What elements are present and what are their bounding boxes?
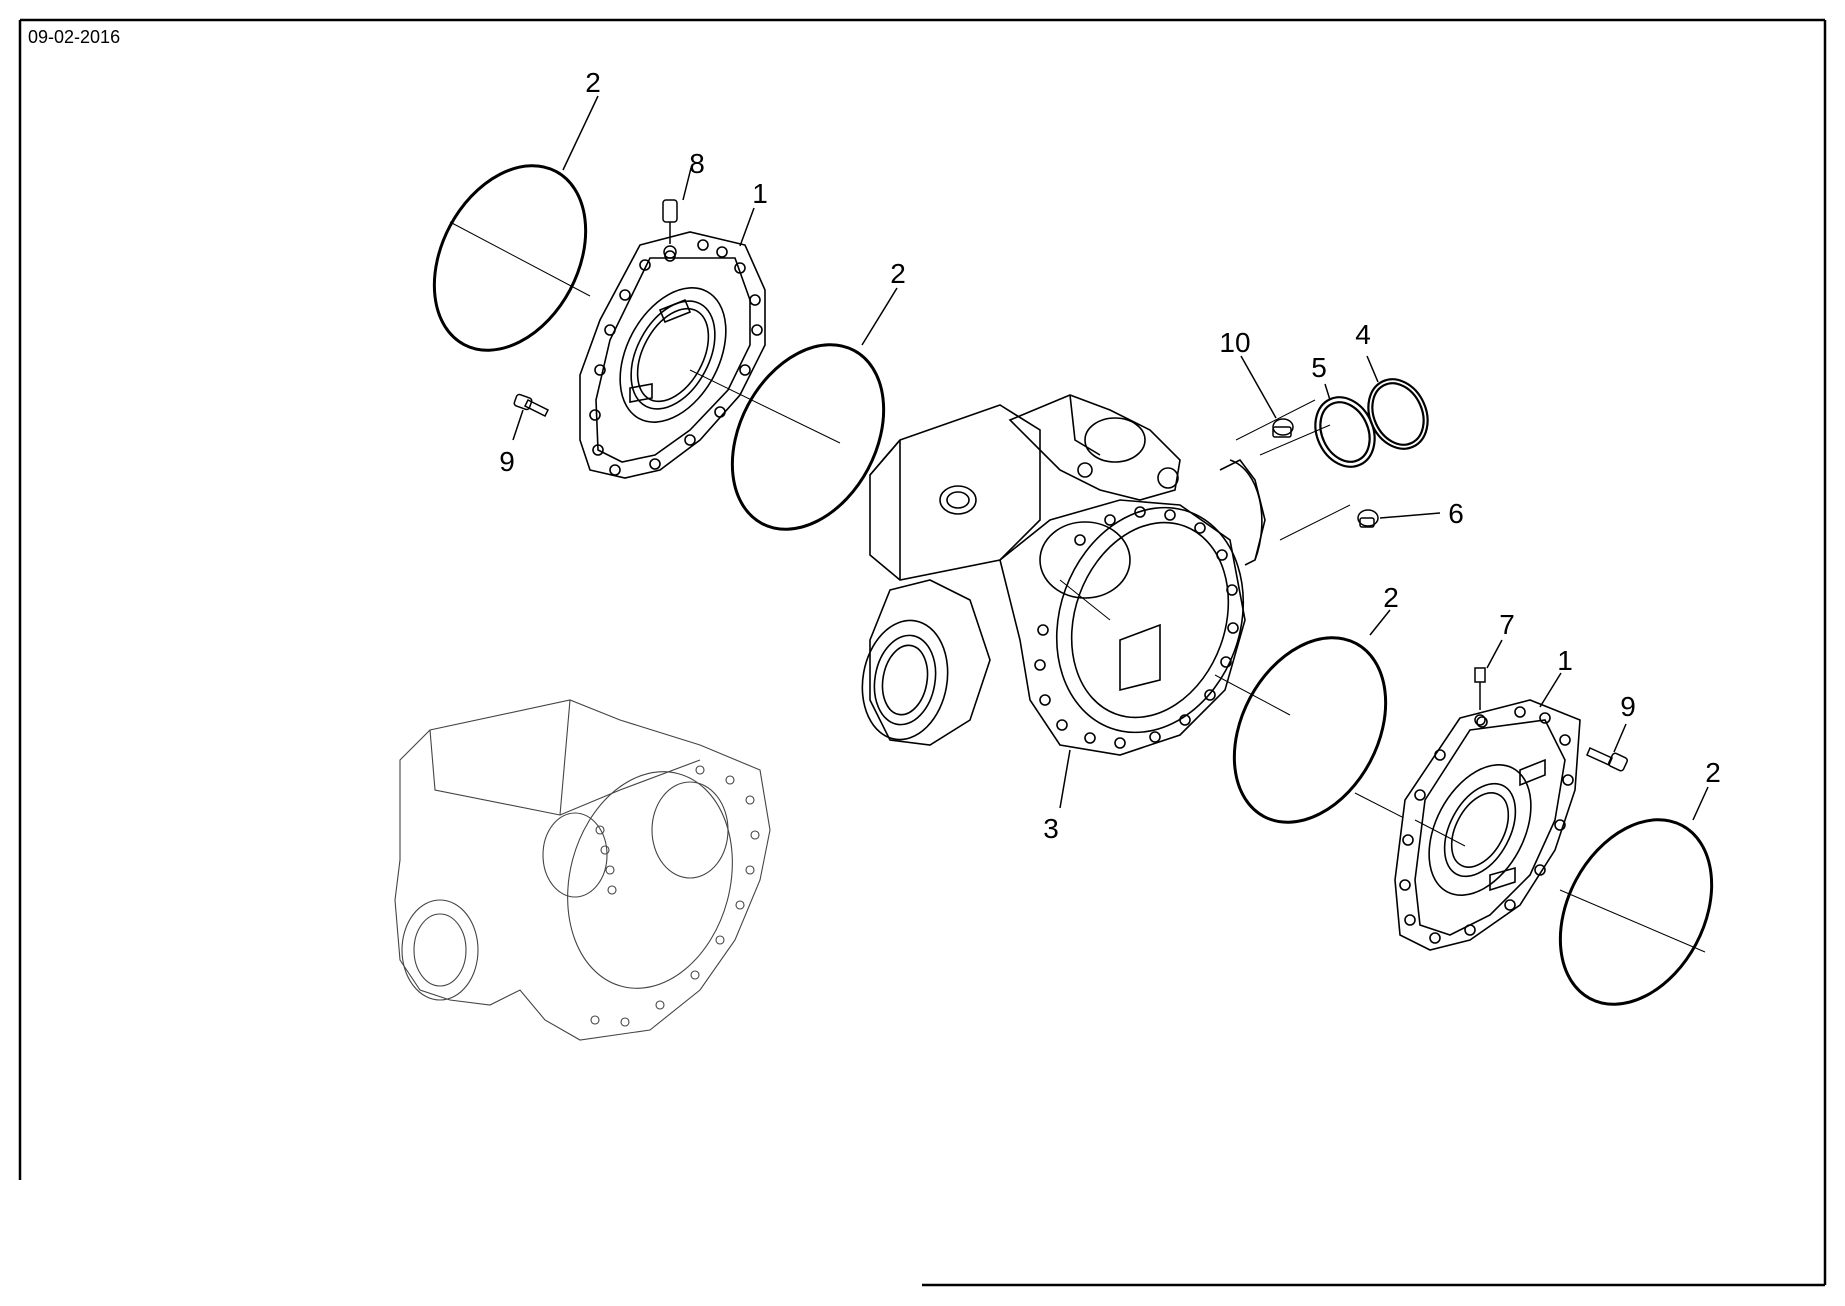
- o-ring-top-left: [432, 164, 588, 352]
- callout-8: 8: [689, 148, 705, 179]
- grub-screw-item-7: [1474, 667, 1486, 726]
- callout-7: 7: [1499, 609, 1515, 640]
- callout-9-left: 9: [499, 446, 515, 477]
- callout-leaders: [512, 95, 1709, 821]
- callout-2-right: 2: [1383, 582, 1399, 613]
- callout-2-middle: 2: [890, 258, 906, 289]
- callout-6: 6: [1448, 498, 1464, 529]
- callout-2-top-left: 2: [585, 67, 601, 98]
- date-stamp: 09-02-2016: [28, 27, 121, 47]
- screw-item-9-left: [513, 393, 550, 418]
- callout-5: 5: [1311, 352, 1327, 383]
- callout-1-top: 1: [752, 178, 768, 209]
- callout-1-right: 1: [1557, 645, 1573, 676]
- plug-item-10: [1272, 418, 1294, 438]
- cover-flange-left: [579, 231, 766, 479]
- cover-flange-right: [1394, 699, 1581, 951]
- o-ring-right: [1232, 636, 1388, 824]
- housing-ghost-view: [394, 699, 771, 1041]
- o-ring-far-right: [1558, 818, 1714, 1006]
- callout-2-far-right: 2: [1705, 757, 1721, 788]
- callout-9-right: 9: [1620, 691, 1636, 722]
- callout-10: 10: [1219, 327, 1250, 358]
- sheet-frame: [18, 18, 1827, 1287]
- plug-item-6: [1357, 509, 1379, 528]
- o-ring-middle: [730, 343, 886, 531]
- callout-3: 3: [1043, 813, 1059, 844]
- axle-housing: [861, 394, 1266, 756]
- assembly-centerline: [449, 221, 1706, 953]
- callout-4: 4: [1355, 319, 1371, 350]
- circlip-item-4: [1367, 378, 1429, 450]
- fitting-item-8: [662, 199, 678, 259]
- screw-item-9-right: [1586, 747, 1628, 772]
- callout-labels: 2 8 1 2 9 10 5 4 6 2 7 1 9 2 3: [499, 67, 1721, 844]
